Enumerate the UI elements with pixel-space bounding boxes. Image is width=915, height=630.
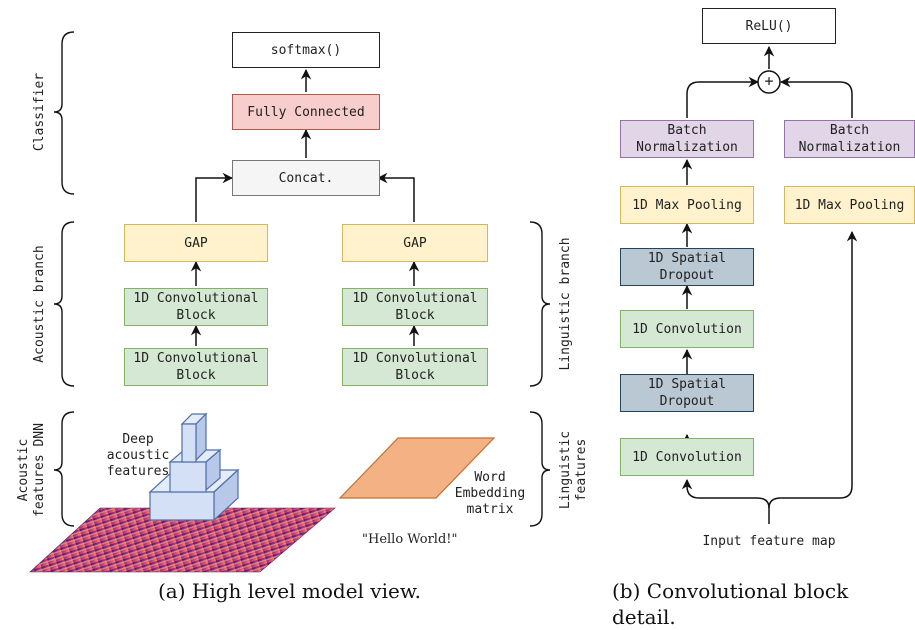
main-batch-norm-box: Batch Normalization bbox=[620, 120, 754, 158]
spatial-dropout-top-label: 1D Spatial Dropout bbox=[647, 251, 727, 283]
concat-label: Concat. bbox=[278, 170, 334, 186]
softmax-box: softmax() bbox=[232, 32, 380, 68]
main-max-pool-box: 1D Max Pooling bbox=[620, 186, 754, 224]
convolution-top-label: 1D Convolution bbox=[632, 321, 742, 337]
acoustic-gap-label: GAP bbox=[184, 235, 208, 251]
linguistic-gap-box: GAP bbox=[342, 224, 488, 262]
linguistic-conv-block-bottom-label: 1D Convolutional Block bbox=[352, 351, 478, 383]
caption-b: (b) Convolutional block detail. bbox=[612, 579, 849, 629]
spatial-dropout-bottom-label: 1D Spatial Dropout bbox=[647, 377, 727, 409]
acoustic-features-brace bbox=[53, 411, 75, 527]
relu-label: ReLU() bbox=[745, 18, 793, 34]
linguistic-gap-label: GAP bbox=[403, 235, 427, 251]
acoustic-conv-block-bottom-label: 1D Convolutional Block bbox=[133, 351, 259, 383]
spatial-dropout-top-box: 1D Spatial Dropout bbox=[620, 248, 754, 286]
softmax-label: softmax() bbox=[270, 42, 342, 58]
caption-a: (a) High level model view. bbox=[158, 579, 421, 603]
skip-batch-norm-box: Batch Normalization bbox=[784, 120, 915, 158]
linguistic-features-brace bbox=[529, 411, 551, 527]
main-max-pool-label: 1D Max Pooling bbox=[632, 197, 742, 213]
hello-world-text: "Hello World!" bbox=[362, 532, 458, 547]
convolution-top-box: 1D Convolution bbox=[620, 310, 754, 348]
relu-box: ReLU() bbox=[702, 8, 836, 44]
skip-max-pool-label: 1D Max Pooling bbox=[794, 197, 905, 213]
skip-max-pool-box: 1D Max Pooling bbox=[784, 186, 915, 224]
fully-connected-label: Fully Connected bbox=[247, 104, 365, 120]
input-feature-map-label: Input feature map bbox=[702, 534, 836, 549]
linguistic-branch-side-label: Linguistic branch bbox=[558, 237, 573, 371]
convolution-bottom-label: 1D Convolution bbox=[632, 449, 742, 465]
acoustic-conv-block-top: 1D Convolutional Block bbox=[124, 288, 268, 326]
word-embedding-label: Word Embedding matrix bbox=[454, 470, 526, 517]
spatial-dropout-bottom-box: 1D Spatial Dropout bbox=[620, 374, 754, 412]
acoustic-conv-block-bottom: 1D Convolutional Block bbox=[124, 348, 268, 386]
sum-node bbox=[757, 70, 781, 94]
main-batch-norm-label: Batch Normalization bbox=[636, 123, 738, 155]
linguistic-conv-block-top-label: 1D Convolutional Block bbox=[352, 291, 478, 323]
sum-symbol: + bbox=[764, 72, 774, 90]
linguistic-features-side-label: Linguistic features bbox=[558, 430, 589, 510]
fully-connected-box: Fully Connected bbox=[232, 94, 380, 130]
word-embedding-matrix bbox=[338, 437, 496, 499]
skip-batch-norm-label: Batch Normalization bbox=[798, 123, 901, 155]
deep-features-label: Deep acoustic features bbox=[106, 432, 170, 479]
convolution-bottom-box: 1D Convolution bbox=[620, 438, 754, 476]
linguistic-branch-brace bbox=[529, 221, 551, 387]
acoustic-branch-brace bbox=[53, 221, 75, 387]
concat-box: Concat. bbox=[232, 160, 380, 196]
acoustic-branch-side-label: Acoustic branch bbox=[32, 245, 47, 363]
linguistic-conv-block-top: 1D Convolutional Block bbox=[342, 288, 488, 326]
spectrogram-image bbox=[29, 507, 336, 573]
acoustic-conv-block-top-label: 1D Convolutional Block bbox=[133, 291, 259, 323]
acoustic-gap-box: GAP bbox=[124, 224, 268, 262]
classifier-brace bbox=[53, 31, 75, 195]
feature-cube-stack bbox=[148, 412, 240, 522]
classifier-side-label: Classifier bbox=[32, 72, 47, 152]
linguistic-conv-block-bottom: 1D Convolutional Block bbox=[342, 348, 488, 386]
acoustic-features-side-label: Acoustic features DNN bbox=[16, 423, 47, 517]
